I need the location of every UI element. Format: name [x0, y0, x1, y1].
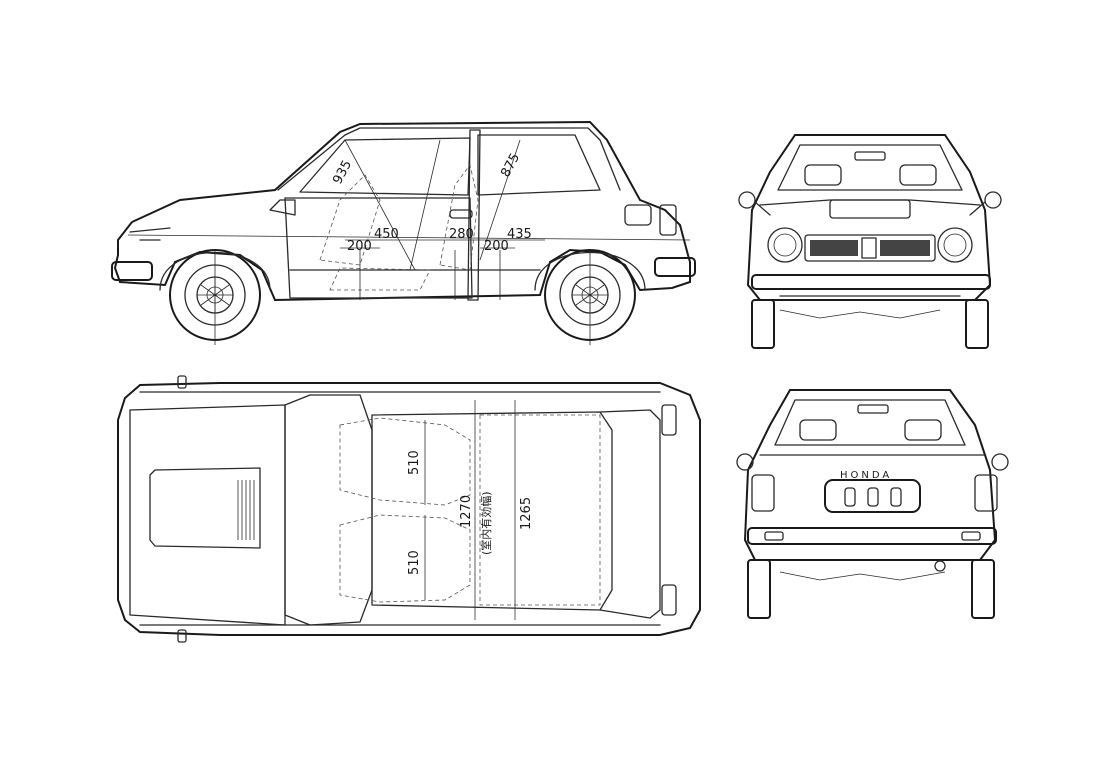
hood-vent — [237, 480, 255, 540]
rear-badge: HONDA — [840, 470, 892, 481]
dim-front-hip: 200 — [347, 239, 372, 254]
dim-rear-leg: 435 — [507, 227, 532, 242]
dim-width-note: (室内有効幅) — [479, 491, 493, 555]
side-view: 450 200 280 435 200 935 875 — [111, 120, 696, 345]
rear-view: HONDA — [736, 389, 1009, 619]
dim-width-1265: 1265 — [519, 497, 534, 530]
dim-rear-head: 875 — [498, 151, 523, 180]
dim-front-leg: 450 — [374, 227, 399, 242]
dim-rear-hip: 200 — [484, 239, 509, 254]
dim-width-1270: 1270 — [459, 495, 474, 528]
dim-couple: 280 — [449, 227, 474, 242]
dim-rear-shoulder: 510 — [407, 550, 422, 575]
dim-front-shoulder: 510 — [407, 450, 422, 475]
front-view — [738, 134, 1002, 349]
dim-front-head: 935 — [330, 158, 355, 187]
top-view: 510 510 1270 (室内有効幅) 1265 — [117, 375, 701, 643]
